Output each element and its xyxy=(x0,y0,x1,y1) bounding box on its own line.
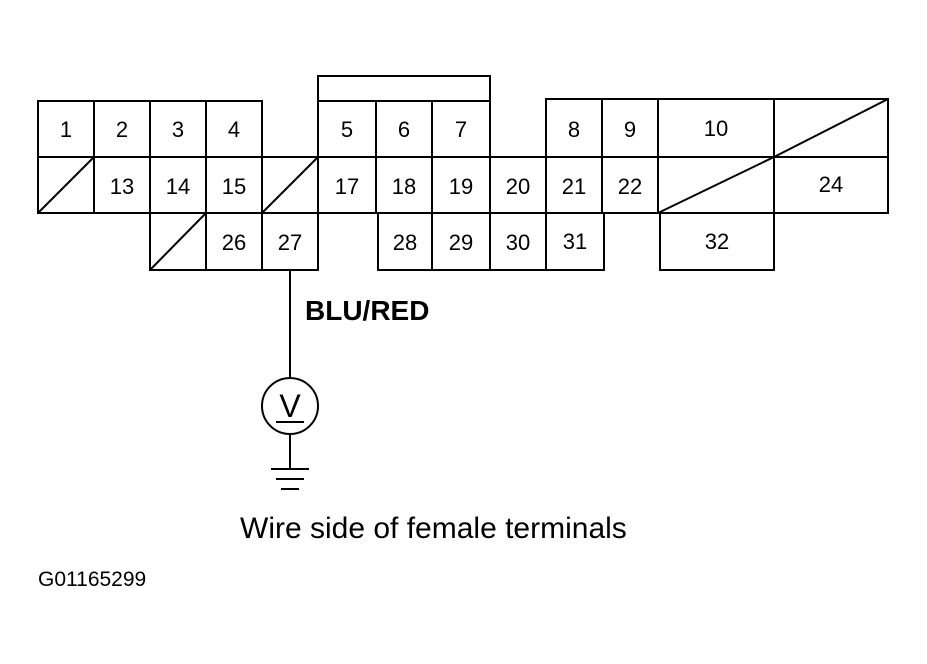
svg-text:V: V xyxy=(279,388,301,424)
svg-text:6: 6 xyxy=(398,117,410,142)
terminal-20: 20 xyxy=(489,156,547,214)
svg-text:10: 10 xyxy=(704,116,728,141)
diagram-caption: Wire side of female terminals xyxy=(240,512,627,545)
svg-text:1: 1 xyxy=(60,117,72,142)
svg-text:21: 21 xyxy=(562,174,586,199)
terminal-30: 30 xyxy=(489,212,547,271)
svg-text:26: 26 xyxy=(222,230,246,255)
svg-text:29: 29 xyxy=(449,230,473,255)
svg-text:3: 3 xyxy=(172,117,184,142)
svg-text:24: 24 xyxy=(819,172,843,197)
svg-text:7: 7 xyxy=(455,117,467,142)
svg-text:17: 17 xyxy=(335,174,359,199)
svg-text:9: 9 xyxy=(624,117,636,142)
terminal-18: 18 xyxy=(375,156,433,214)
terminal-13: 13 xyxy=(93,156,151,214)
terminal-4: 4 xyxy=(205,100,263,158)
terminal-26: 26 xyxy=(205,212,263,271)
svg-text:15: 15 xyxy=(222,174,246,199)
svg-text:22: 22 xyxy=(618,174,642,199)
terminal-29: 29 xyxy=(431,212,491,271)
terminal-9: 9 xyxy=(601,98,659,158)
svg-text:13: 13 xyxy=(110,174,134,199)
terminal-32: 32 xyxy=(659,212,775,271)
svg-text:19: 19 xyxy=(449,174,473,199)
terminal-28: 28 xyxy=(377,212,433,271)
svg-text:14: 14 xyxy=(166,174,190,199)
svg-text:30: 30 xyxy=(506,230,530,255)
terminal-3: 3 xyxy=(149,100,207,158)
wire-color-label: BLU/RED xyxy=(305,295,429,326)
svg-text:28: 28 xyxy=(393,230,417,255)
terminal-14: 14 xyxy=(149,156,207,214)
terminal-22: 22 xyxy=(601,156,659,214)
svg-text:27: 27 xyxy=(278,230,302,255)
terminal-blank-r3 xyxy=(149,212,207,271)
terminal-19: 19 xyxy=(431,156,491,214)
figure-id: G01165299 xyxy=(38,568,147,591)
terminal-blank-r2b xyxy=(261,156,319,214)
terminal-8: 8 xyxy=(545,98,603,158)
terminal-27: 27 xyxy=(261,212,319,271)
connector-lock-tab xyxy=(317,75,491,103)
terminal-blank-r2a xyxy=(37,156,95,214)
terminal-15: 15 xyxy=(205,156,263,214)
svg-text:5: 5 xyxy=(341,117,353,142)
terminal-5: 5 xyxy=(317,100,377,158)
svg-text:20: 20 xyxy=(506,174,530,199)
svg-text:8: 8 xyxy=(568,117,580,142)
voltmeter-icon: V xyxy=(261,377,319,435)
terminal-24: 24 xyxy=(773,156,889,214)
terminal-10: 10 xyxy=(657,98,775,158)
terminal-6: 6 xyxy=(375,100,433,158)
ground-icon xyxy=(271,468,309,490)
terminal-blank-r1 xyxy=(773,98,889,158)
terminal-2: 2 xyxy=(93,100,151,158)
svg-text:4: 4 xyxy=(228,117,240,142)
svg-text:31: 31 xyxy=(563,229,587,254)
svg-text:18: 18 xyxy=(392,174,416,199)
svg-text:32: 32 xyxy=(705,229,729,254)
terminal-1: 1 xyxy=(37,100,95,158)
svg-text:2: 2 xyxy=(116,117,128,142)
terminal-7: 7 xyxy=(431,100,491,158)
terminal-31: 31 xyxy=(545,212,605,271)
terminal-21: 21 xyxy=(545,156,603,214)
terminal-17: 17 xyxy=(317,156,377,214)
terminal-blank-r2c xyxy=(657,156,775,214)
